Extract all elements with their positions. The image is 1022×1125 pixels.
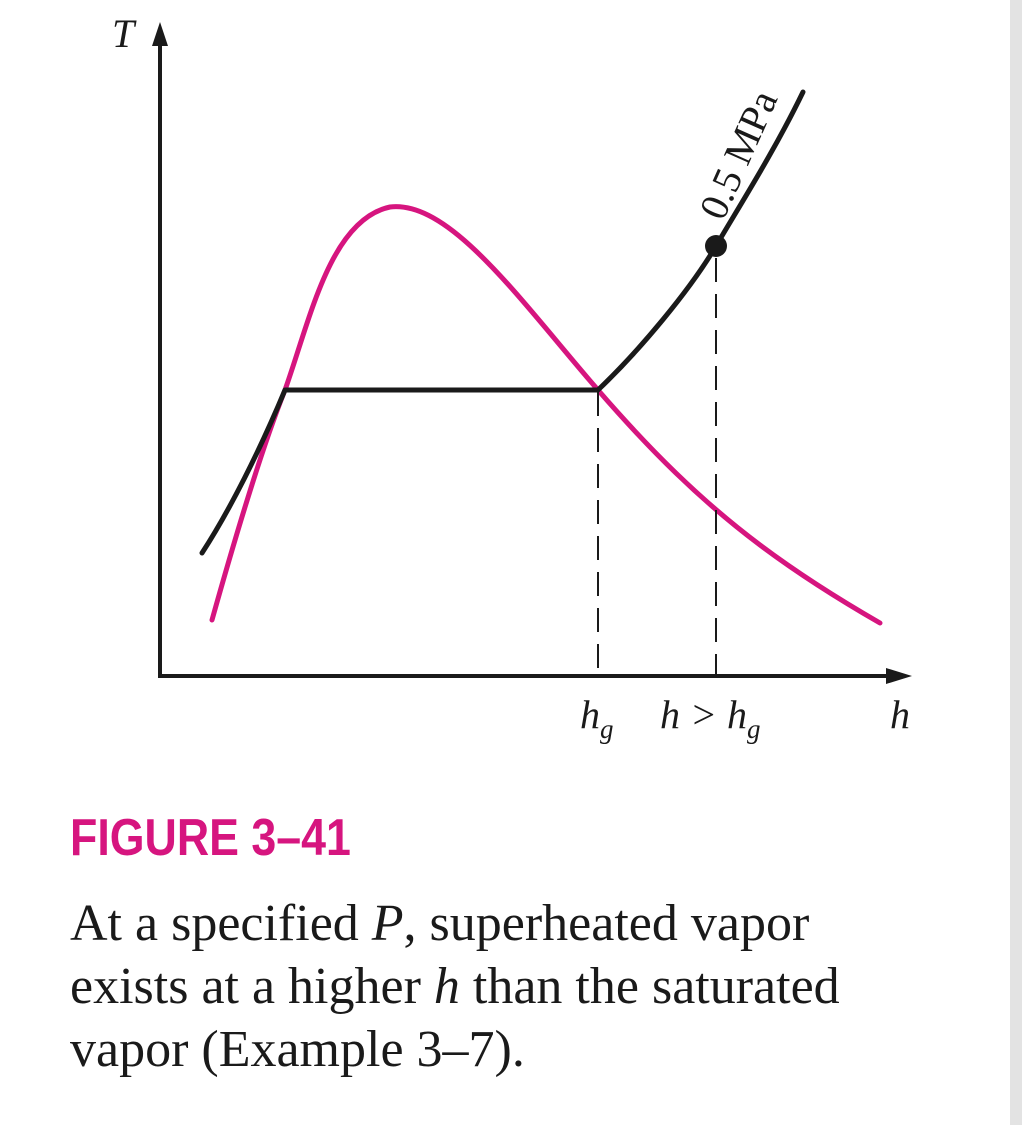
axes <box>158 42 890 678</box>
hg-label: hg <box>580 692 614 744</box>
caption-line-2: exists at a higher h than the saturated <box>70 958 840 1015</box>
state-point <box>705 235 727 257</box>
h-greater-label: h > hg <box>660 692 761 744</box>
figure-caption: At a specified P, superheated vapor exis… <box>70 892 970 1081</box>
x-axis-arrow-icon <box>886 668 912 684</box>
th-diagram: T h hg h > hg 0.5 MPa <box>112 11 912 744</box>
isobar-curve <box>199 89 806 556</box>
caption-line-3: vapor (Example 3–7). <box>70 1021 525 1078</box>
saturation-dome-curve <box>209 204 883 626</box>
x-axis-label: h <box>890 692 910 737</box>
figure-label: FIGURE 3–41 <box>70 809 351 867</box>
caption-line-1: At a specified P, superheated vapor <box>70 895 810 952</box>
y-axis-label: T <box>112 11 137 56</box>
projection-lines <box>597 258 717 674</box>
page-edge <box>1010 0 1022 1125</box>
y-axis-arrow-icon <box>152 22 168 46</box>
